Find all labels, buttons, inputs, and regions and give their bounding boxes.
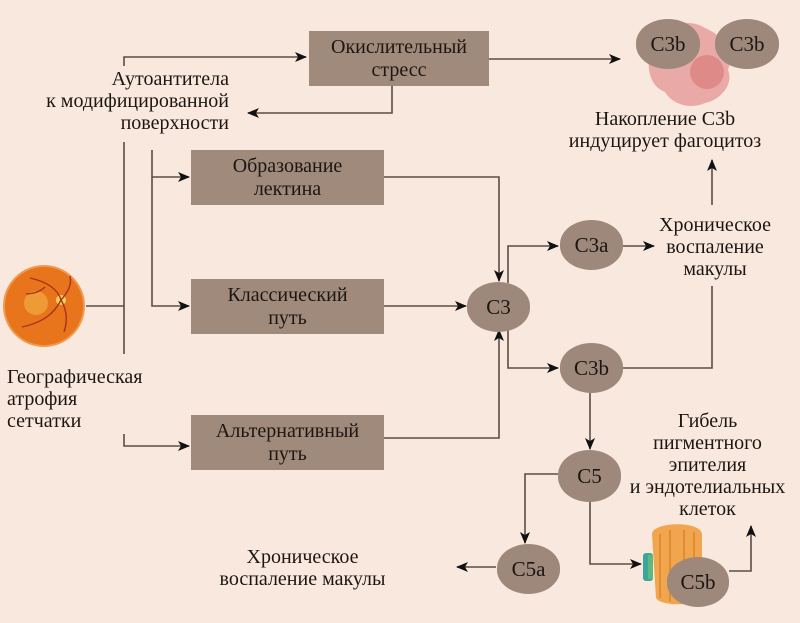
arrow-lectin-to-c3 bbox=[384, 176, 504, 282]
arrow-to-lectin bbox=[151, 150, 190, 182]
c3b-node: С3b bbox=[560, 343, 623, 393]
c5b-node: С5b bbox=[667, 557, 729, 607]
arrow-c3-to-c3b bbox=[507, 330, 559, 373]
c3b-cell-right-node: С3b bbox=[715, 19, 779, 69]
autoantibodies-label: Аутоантитела к модифицированной поверхно… bbox=[46, 68, 229, 134]
arrow-c5b-to-cell-death bbox=[729, 525, 756, 572]
c3a-node: С3a bbox=[560, 220, 623, 270]
arrow-to-alternative bbox=[123, 434, 190, 451]
c3-node: С3 bbox=[467, 282, 530, 332]
c3b-accumulation-label: Накопление С3b индуцирует фагоцитоз bbox=[568, 108, 762, 152]
classical-pathway-box: Классический путь bbox=[191, 279, 384, 334]
alternative-pathway-box: Альтернативный путь bbox=[191, 415, 384, 470]
arrow-c3-to-c3a bbox=[507, 241, 559, 283]
lectin-formation-box: Образование лектина bbox=[191, 150, 384, 205]
arrow-c5-to-c5b bbox=[589, 500, 642, 569]
retina-fundus-icon bbox=[3, 265, 85, 347]
oxidative-stress-box: Окислительный стресс bbox=[309, 31, 489, 86]
chronic-inflammation-right-label: Хроническое воспаление макулы bbox=[659, 214, 771, 280]
arrow-alternative-to-c3 bbox=[384, 329, 504, 439]
arrow-c3b-to-phagocytosis bbox=[622, 286, 713, 369]
geographic-atrophy-label: Географическая атрофия сетчатки bbox=[7, 366, 143, 432]
arrow-autoantibodies-to-oxidative-stress bbox=[123, 52, 307, 66]
arrow-oxidative-stress-to-autoantibodies bbox=[247, 86, 393, 118]
arrow-to-classical bbox=[151, 177, 190, 311]
cell-death-label: Гибель пигментного эпителия и эндотелиал… bbox=[629, 410, 786, 520]
c5a-node: С5a bbox=[497, 544, 560, 594]
arrow-c5-to-c5a bbox=[520, 473, 558, 544]
c5-node: С5 bbox=[558, 450, 621, 502]
chronic-inflammation-bottom-label: Хроническое воспаление макулы bbox=[219, 546, 386, 590]
c3b-cell-left-node: С3b bbox=[636, 19, 700, 69]
